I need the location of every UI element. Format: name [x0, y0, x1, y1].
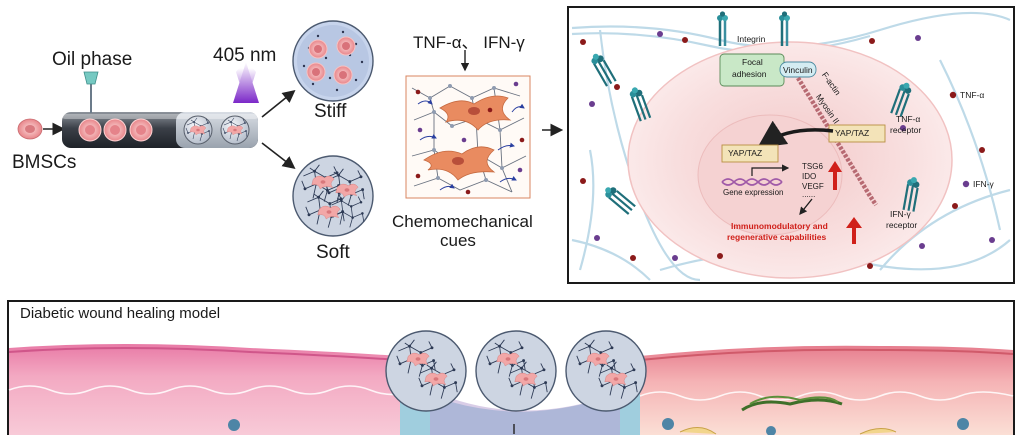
yap-taz-nuclear-box	[721, 144, 779, 163]
cue-box	[405, 75, 531, 199]
gene-vegf: VEGF	[802, 182, 824, 191]
gene-expression-label: Gene expression	[723, 188, 784, 197]
cytokines-label: TNF-α、 IFN-γ	[413, 33, 525, 52]
legend-ifn-dot	[962, 180, 970, 188]
bmscs-label: BMSCs	[12, 152, 77, 173]
cytokine-dots	[580, 31, 995, 269]
expression-arrow	[751, 164, 790, 176]
outcome-label-2: regenerative capabilities	[727, 232, 827, 242]
arrow-to-stiff	[261, 89, 296, 118]
microfluidic-tube	[62, 112, 258, 148]
outcome-arrow	[799, 198, 813, 216]
stiff-microgel	[292, 20, 374, 102]
ifn-receptor-label-1: IFN-γ	[890, 209, 911, 219]
tnf-receptor-label-1: TNF-α	[896, 114, 921, 124]
dna-helix	[721, 178, 783, 186]
vinculin-box	[779, 61, 817, 78]
soft-label: Soft	[316, 242, 350, 263]
upregulation-arrow-genes	[828, 161, 842, 190]
nucleus	[697, 114, 843, 236]
legend-ifn-label: IFN-γ	[973, 179, 994, 189]
cues-caption-line2: cues	[440, 231, 476, 250]
integrin-label: Integrin	[737, 34, 766, 44]
gene-ellipsis: ......	[802, 190, 816, 199]
soft-microgel	[292, 155, 374, 237]
stiff-label: Stiff	[314, 101, 347, 122]
legend-tnf-dot	[949, 91, 957, 99]
uv-light-icon	[233, 62, 259, 103]
actin-fiber	[796, 76, 878, 207]
cues-caption-line1: Chemomechanical	[392, 212, 533, 231]
focal-adhesion-label-2: adhesion	[732, 69, 767, 79]
tnf-receptor-label-2: receptor	[890, 125, 922, 135]
yap-taz-cyto-box	[828, 124, 886, 143]
vinculin-label: Vinculin	[783, 65, 813, 75]
oil-needle	[83, 71, 99, 113]
gene-tsg6: TSG6	[802, 162, 823, 171]
translocation-arrow	[757, 120, 834, 148]
light-wavelength-label: 405 nm	[213, 45, 277, 66]
arrow-to-soft	[261, 142, 296, 169]
upregulation-arrow-outcome	[846, 217, 862, 244]
yap-taz-cyto-label: YAP/TAZ	[835, 128, 870, 138]
wound-model-title: Diabetic wound healing model	[20, 305, 221, 322]
ifn-receptor-label-2: receptor	[886, 220, 918, 230]
outcome-label-1: Immunomodulatory and	[731, 221, 828, 231]
legend-tnf-label: TNF-α	[960, 90, 985, 100]
gene-ido: IDO	[802, 172, 817, 181]
yap-taz-nuclear-label: YAP/TAZ	[728, 148, 763, 158]
bmsc-cell-icon	[17, 118, 43, 140]
oil-phase-label: Oil phase	[52, 49, 133, 70]
focal-adhesion-label-1: Focal	[742, 57, 763, 67]
skin-tissue	[8, 344, 1014, 435]
implanted-microgels	[385, 330, 647, 412]
